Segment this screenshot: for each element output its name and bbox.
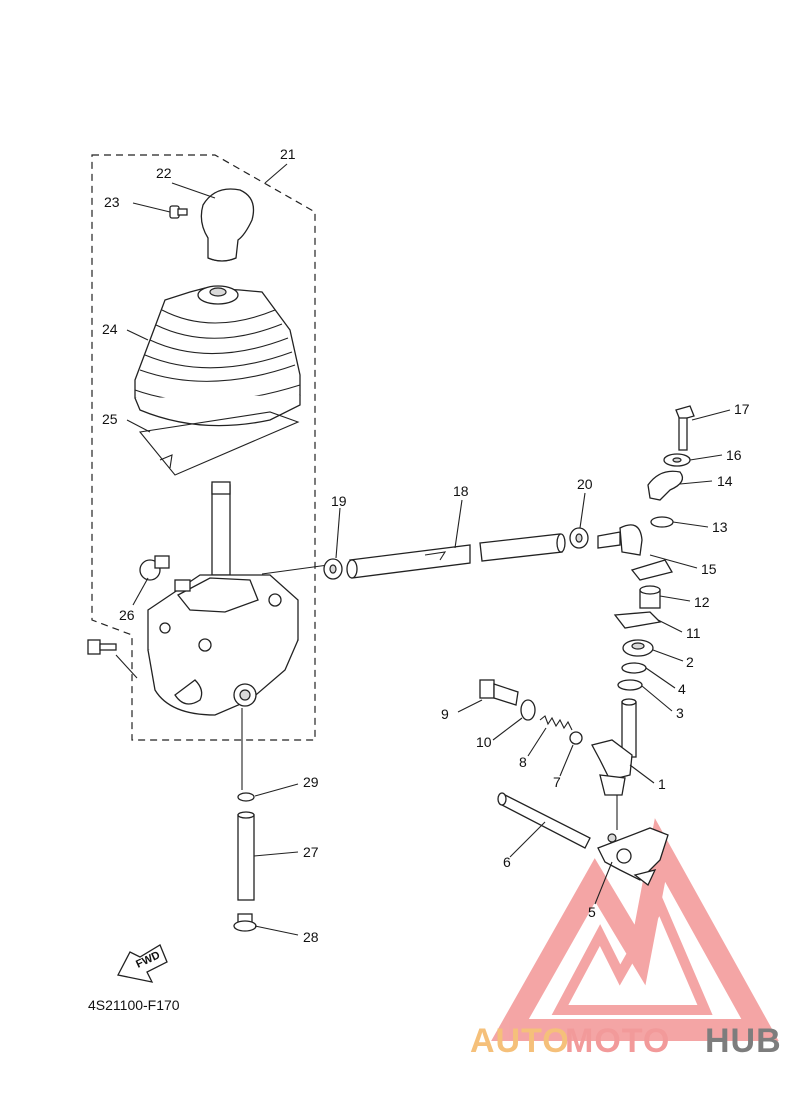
callout-24: 24 (102, 321, 118, 337)
spring-8 (539, 715, 573, 731)
washer-3 (617, 679, 643, 691)
shift-lever (211, 481, 231, 576)
callout-9: 9 (441, 706, 449, 722)
callout-3: 3 (676, 705, 684, 721)
watermark-logo (491, 818, 779, 1041)
callout-8: 8 (519, 754, 527, 770)
plug-9 (479, 679, 519, 706)
callout-20: 20 (577, 476, 593, 492)
clip-14 (647, 470, 684, 501)
drawing-code: 4S21100-F170 (88, 997, 180, 1013)
leader-lines (115, 163, 731, 936)
watermark-text: AUTO MOTO HUB (470, 1022, 782, 1060)
callout-13: 13 (712, 519, 728, 535)
callout-10: 10 (476, 734, 492, 750)
callout-4: 4 (678, 681, 686, 697)
pin-27 (237, 811, 255, 901)
callout-15: 15 (701, 561, 717, 577)
arm-11 (613, 611, 662, 629)
seal-2 (622, 639, 654, 657)
callout-14: 14 (717, 473, 733, 489)
callout-21: 21 (280, 146, 296, 162)
rod-end (597, 524, 673, 581)
callout-25: 25 (102, 411, 118, 427)
shift-fork-shaft (497, 792, 591, 849)
callout-12: 12 (694, 594, 710, 610)
collar-12 (639, 585, 661, 609)
shift-knob (200, 188, 255, 262)
ball-7 (569, 731, 583, 745)
bolt-17 (675, 405, 695, 451)
callout-1: 1 (658, 776, 666, 792)
callout-29: 29 (303, 774, 319, 790)
callout-17: 17 (734, 401, 750, 417)
callout-18: 18 (453, 483, 469, 499)
callout-27: 27 (303, 844, 319, 860)
shift-housing (147, 574, 299, 716)
callout-5: 5 (588, 904, 596, 920)
shift-rod (346, 533, 566, 579)
callout-26: 26 (119, 607, 135, 623)
washer-13 (650, 516, 674, 528)
nut-20 (569, 527, 589, 549)
callout-22: 22 (156, 165, 172, 181)
fwd-arrow: FWD (117, 944, 168, 983)
shift-shaft (591, 698, 637, 796)
bracket-bolt (139, 555, 191, 592)
callout-2: 2 (686, 654, 694, 670)
callout-19: 19 (331, 493, 347, 509)
watermark-hub: HUB (705, 1022, 782, 1060)
washer-10 (520, 699, 536, 721)
circlip-4 (621, 662, 647, 674)
gasket (138, 411, 300, 476)
callout-6: 6 (503, 854, 511, 870)
clip-29 (237, 792, 255, 802)
callout-28: 28 (303, 929, 319, 945)
callout-11: 11 (686, 625, 701, 641)
washer-16 (663, 453, 691, 467)
assembly-boundary (91, 154, 316, 741)
callout-16: 16 (726, 447, 742, 463)
watermark-auto: AUTO (470, 1022, 570, 1060)
callout-23: 23 (104, 194, 120, 210)
nut-19 (323, 558, 343, 580)
callouts: 21 22 23 24 25 26 19 18 20 17 16 14 13 1… (102, 146, 750, 945)
watermark-moto: MOTO (565, 1022, 670, 1060)
side-bolt (87, 639, 117, 655)
shift-boot (134, 285, 301, 427)
screw (169, 205, 188, 219)
shift-fork (597, 827, 669, 887)
bolt-28 (233, 913, 257, 932)
callout-7: 7 (553, 774, 561, 790)
